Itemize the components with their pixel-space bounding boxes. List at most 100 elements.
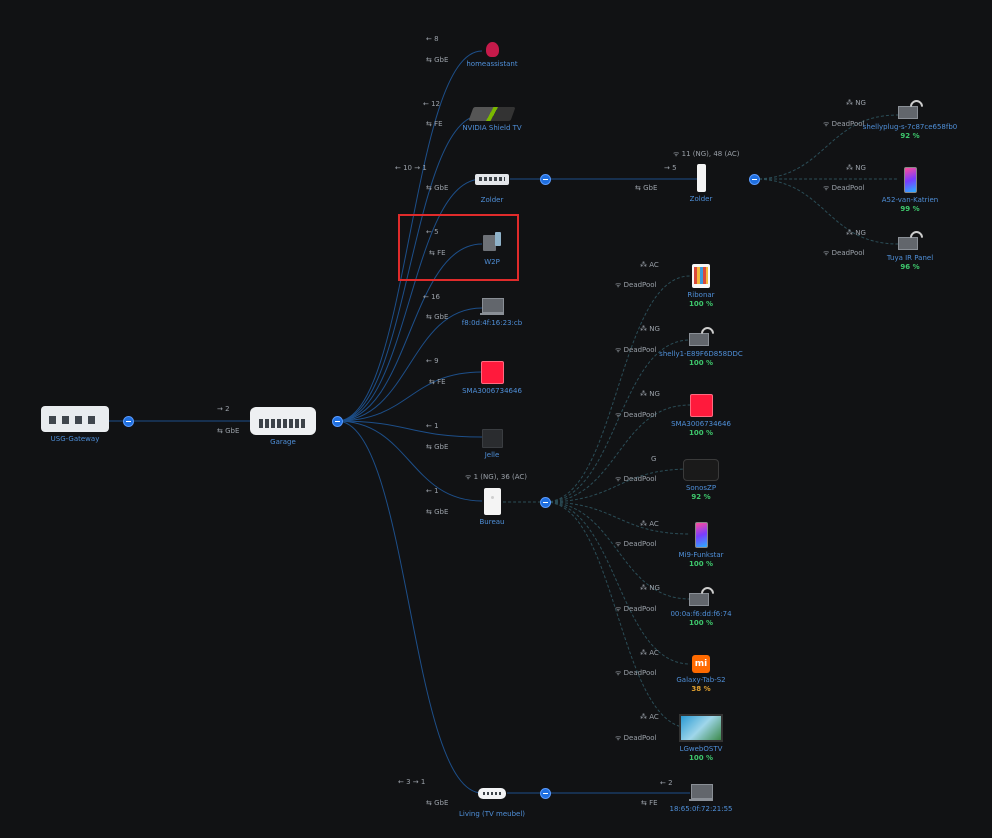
phone-icon	[903, 167, 917, 193]
node-00-0a[interactable]: 00:0a:f6:dd:f6:74 100 %	[631, 587, 771, 628]
port-label: ← 9	[426, 357, 439, 365]
switch-8-icon	[475, 174, 509, 185]
signal-strength: 92 %	[691, 493, 711, 501]
band-label: G	[651, 455, 657, 463]
speed-label: ⇆ GbE	[426, 508, 449, 516]
ssid-label: ᯤ DeadPool	[615, 605, 657, 613]
node-sma-wired[interactable]: SMA3006734646	[422, 361, 562, 396]
node-name: shelly1-E89F6D858DDC	[659, 350, 743, 358]
node-name: homeassistant	[466, 60, 518, 68]
node-nvidia-shield[interactable]: NVIDIA Shield TV	[422, 107, 562, 133]
ssid-label: ᯤ DeadPool	[823, 120, 865, 128]
link-bureau-client-4	[544, 501, 691, 535]
node-ribonar[interactable]: Ribonar 100 %	[631, 264, 771, 309]
node-zolder-switch[interactable]: Zolder	[422, 174, 562, 205]
band-label: ⁂ NG	[640, 325, 660, 333]
node-name: Ribonar	[687, 291, 715, 299]
node-name: shellyplug-s-7c87ce658fb0	[862, 123, 958, 131]
node-name: 00:0a:f6:dd:f6:74	[670, 610, 732, 618]
ssid-label: ᯤ DeadPool	[615, 734, 657, 742]
node-name: SonosZP	[685, 484, 717, 492]
link-bureau-client-2	[544, 404, 691, 503]
signal-strength: 92 %	[900, 132, 920, 140]
band-label: ⁂ NG	[846, 164, 866, 172]
link-garage-child-3	[336, 243, 483, 422]
port-label: ← 5	[426, 228, 439, 236]
collapse-toggle-zolder-switch[interactable]	[540, 174, 551, 185]
node-name: SMA3006734646	[671, 420, 731, 428]
speed-label: ⇆ FE	[429, 249, 446, 257]
port-label: ← 1	[426, 487, 439, 495]
node-shellyplug[interactable]: shellyplug-s-7c87ce658fb0 92 %	[840, 100, 980, 141]
node-name: W2P	[484, 258, 500, 266]
ssid-label: ᯤ DeadPool	[615, 669, 657, 677]
collapse-toggle-garage[interactable]	[332, 416, 343, 427]
link-zolder-ap-client-0	[753, 114, 899, 180]
node-mi9[interactable]: Mi9-Funkstar 100 %	[631, 522, 771, 569]
ssid-label: ᯤ DeadPool	[615, 411, 657, 419]
link-bureau-client-6	[544, 501, 691, 665]
black-box-icon	[481, 429, 503, 448]
link-garage-child-5	[336, 371, 483, 422]
band-label: ⁂ NG	[846, 99, 866, 107]
node-galaxy-tab[interactable]: mi Galaxy-Tab-S2 38 %	[631, 655, 771, 694]
node-tuya[interactable]: Tuya IR Panel 96 %	[840, 231, 980, 272]
port-label: → 2	[217, 405, 230, 413]
ssid-label: ᯤ DeadPool	[615, 346, 657, 354]
collapse-toggle-living[interactable]	[540, 788, 551, 799]
node-jelle[interactable]: Jelle	[422, 429, 562, 460]
link-garage-child-1	[336, 114, 483, 422]
signal-strength: 96 %	[900, 263, 920, 271]
ap-client-count: ᯤ 1 (NG), 36 (AC)	[465, 473, 528, 481]
link-garage-child-7	[336, 420, 483, 502]
signal-strength: 100 %	[688, 359, 714, 367]
node-name: Zolder	[689, 195, 713, 203]
node-name: NVIDIA Shield TV	[462, 124, 522, 132]
ssid-label: ᯤ DeadPool	[615, 281, 657, 289]
access-point-icon	[696, 164, 706, 192]
node-living[interactable]: Living (TV meubel)	[422, 788, 562, 819]
node-lg-tv[interactable]: LGwebOSTV 100 %	[631, 714, 771, 763]
port-label: → 5	[664, 164, 677, 172]
ssid-label: ᯤ DeadPool	[823, 184, 865, 192]
node-shelly1[interactable]: shelly1-E89F6D858DDC 100 %	[631, 327, 771, 368]
node-a52[interactable]: A52-van-Katrien 99 %	[840, 167, 980, 214]
node-name: Tuya IR Panel	[886, 254, 934, 262]
node-bureau-ap[interactable]: Bureau	[422, 488, 562, 527]
tv-icon	[679, 714, 723, 742]
ap-client-count: ᯤ 11 (NG), 48 (AC)	[673, 150, 740, 158]
sonos-icon	[683, 459, 719, 481]
port-label: ← 1	[426, 422, 439, 430]
node-name: Galaxy-Tab-S2	[676, 676, 726, 684]
laptop-wifi-icon	[688, 587, 714, 607]
node-sonos[interactable]: SonosZP 92 %	[631, 459, 771, 502]
speed-label: ⇆ GbE	[426, 799, 449, 807]
port-label: ← 16	[423, 293, 440, 301]
port-label: ← 8	[426, 35, 439, 43]
speed-label: ⇆ GbE	[426, 184, 449, 192]
node-name: Mi9-Funkstar	[678, 551, 724, 559]
node-name: A52-van-Katrien	[881, 196, 939, 204]
node-sma-wifi[interactable]: SMA3006734646 100 %	[631, 394, 771, 438]
node-usg-gateway[interactable]: USG-Gateway	[5, 406, 145, 444]
link-bureau-client-3	[544, 468, 691, 503]
laptop-wifi-icon	[897, 100, 923, 120]
node-homeassistant[interactable]: homeassistant	[422, 42, 562, 69]
node-garage[interactable]: Garage	[213, 407, 353, 447]
band-label: ⁂ NG	[640, 584, 660, 592]
link-garage-child-4	[336, 307, 483, 422]
node-name: Jelle	[484, 451, 500, 459]
phone-icon	[694, 522, 708, 548]
collapse-toggle-zolder-ap[interactable]	[749, 174, 760, 185]
node-zolder-ap[interactable]: Zolder	[631, 164, 771, 204]
node-w2p[interactable]: W2P	[422, 232, 562, 267]
signal-strength: 100 %	[688, 754, 714, 762]
link-bureau-client-5	[544, 501, 691, 600]
ssid-label: ᯤ DeadPool	[615, 540, 657, 548]
band-label: ⁂ AC	[640, 649, 659, 657]
collapse-toggle-usg[interactable]	[123, 416, 134, 427]
collapse-toggle-bureau[interactable]	[540, 497, 551, 508]
node-f8-0d[interactable]: f8:0d:4f:16:23:cb	[422, 298, 562, 328]
switch-16-icon	[250, 407, 316, 435]
node-18-65[interactable]: 18:65:0f:72:21:55	[631, 784, 771, 814]
